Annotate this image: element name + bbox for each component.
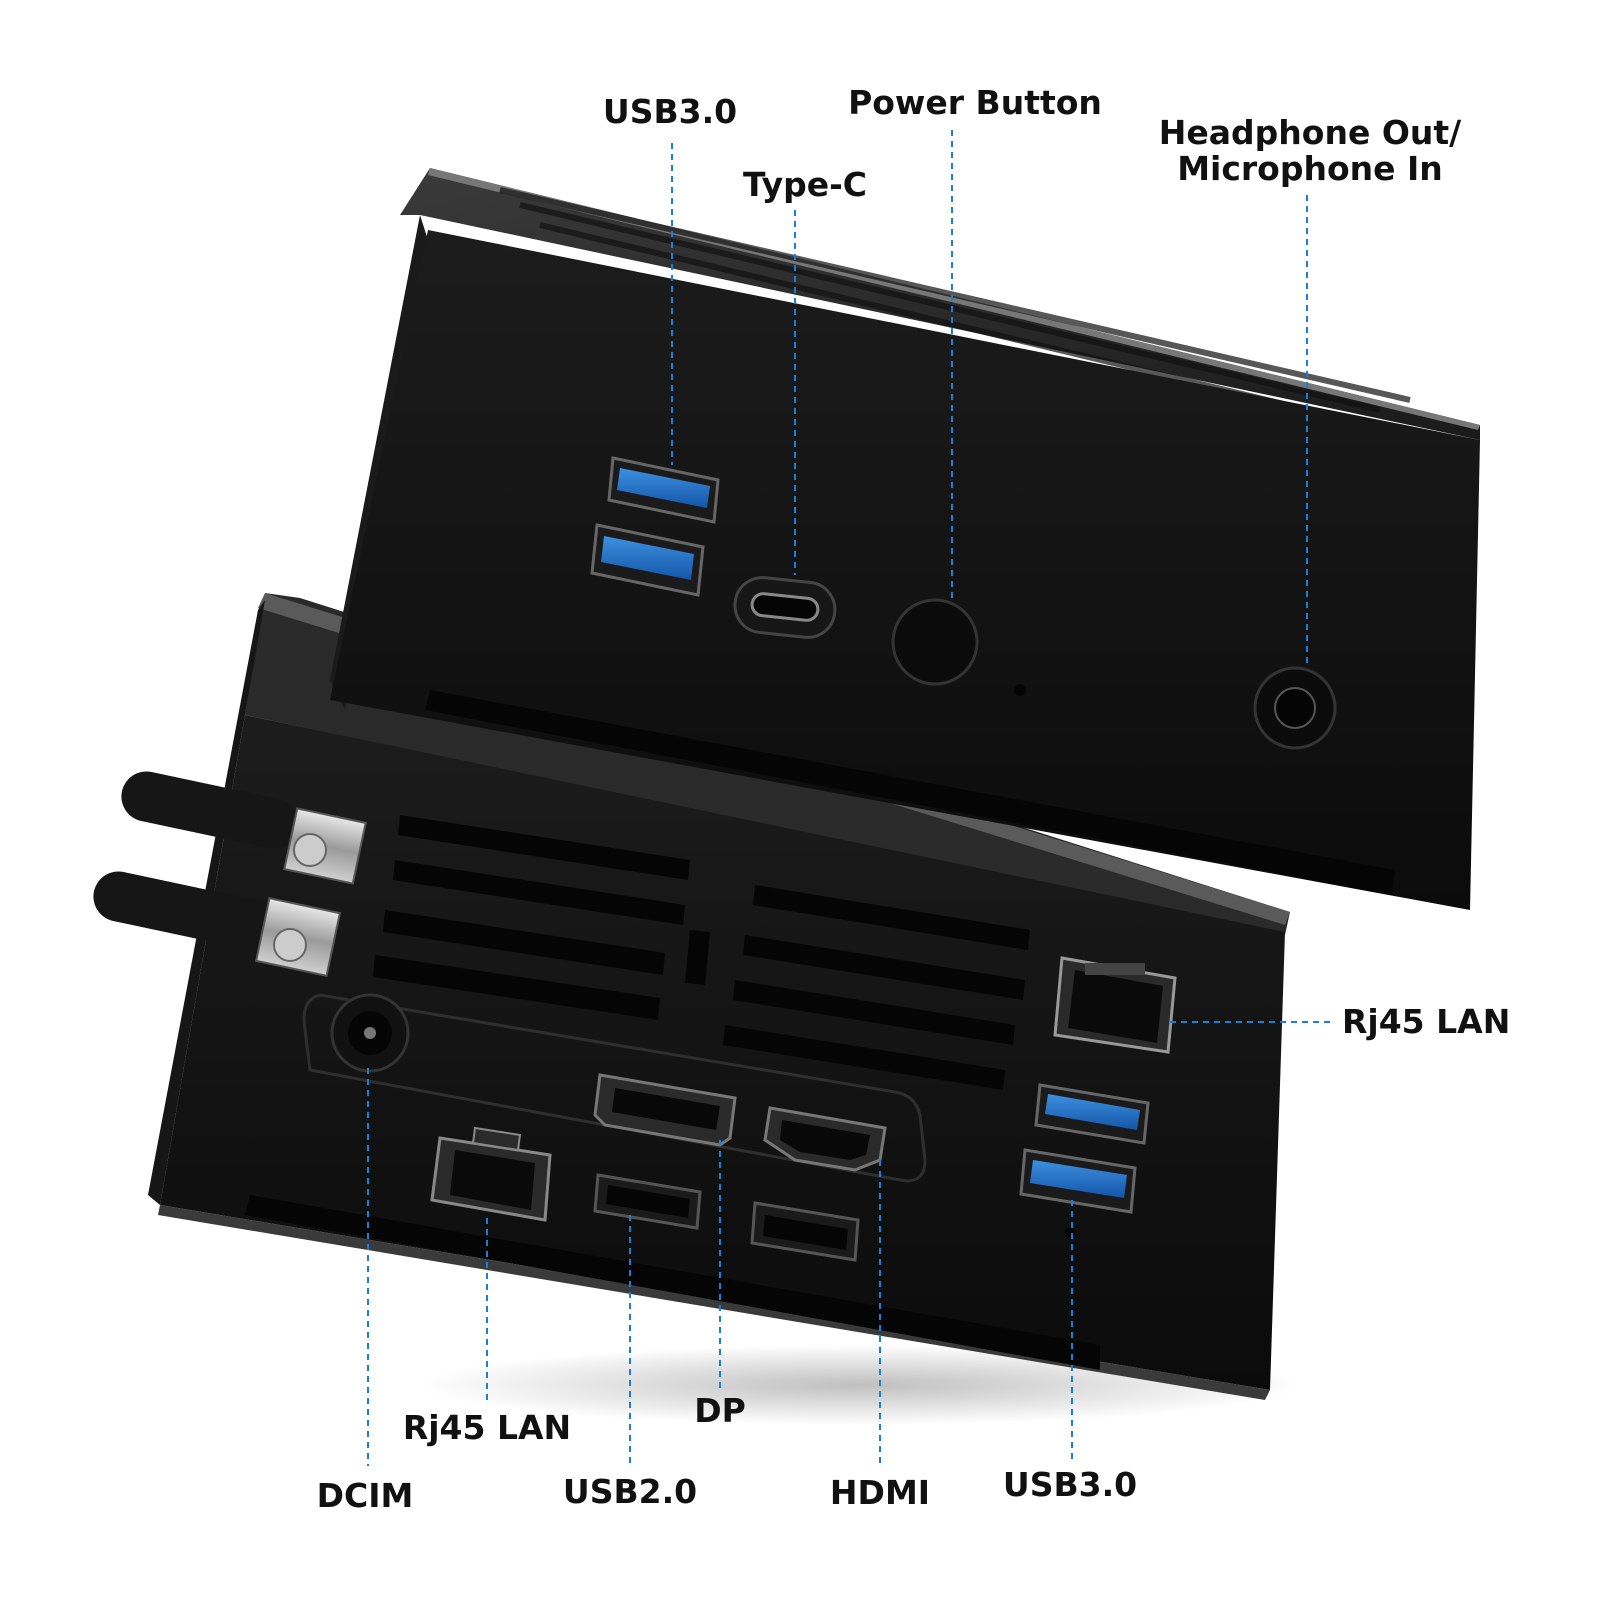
rj45-port-right (1053, 956, 1177, 1054)
label-usb30-bottom: USB3.0 (1002, 1465, 1138, 1504)
label-typec: Type-C (742, 165, 868, 204)
typec-port (733, 576, 837, 639)
power-button (891, 598, 1026, 696)
dp-port (593, 1073, 737, 1147)
label-rj45-bottom: Rj45 LAN (402, 1408, 572, 1447)
top-unit (330, 168, 1480, 910)
label-headphone-line2: Microphone In (1177, 149, 1443, 188)
wifi-antennas (93, 771, 367, 977)
headphone-jack (1253, 666, 1337, 750)
label-usb20: USB2.0 (562, 1472, 698, 1511)
label-rj45-right: Rj45 LAN (1342, 1002, 1511, 1041)
usb20-ports (593, 1173, 860, 1262)
label-power-button: Power Button (848, 83, 1102, 122)
label-dcim: DCIM (316, 1476, 414, 1515)
label-headphone-mic: Headphone Out/ Microphone In (1159, 115, 1461, 187)
label-headphone-line1: Headphone Out/ (1158, 113, 1462, 152)
callout-lines (367, 130, 1332, 1466)
label-hdmi: HDMI (829, 1473, 931, 1512)
label-dp: DP (694, 1391, 746, 1430)
rj45-port-bottom (430, 1126, 552, 1222)
usb30-ports-top (590, 456, 720, 597)
hdmi-port (763, 1106, 887, 1172)
label-usb30-top: USB3.0 (602, 92, 738, 131)
dc-jack (330, 993, 410, 1073)
usb30-ports-right (1019, 1083, 1150, 1237)
